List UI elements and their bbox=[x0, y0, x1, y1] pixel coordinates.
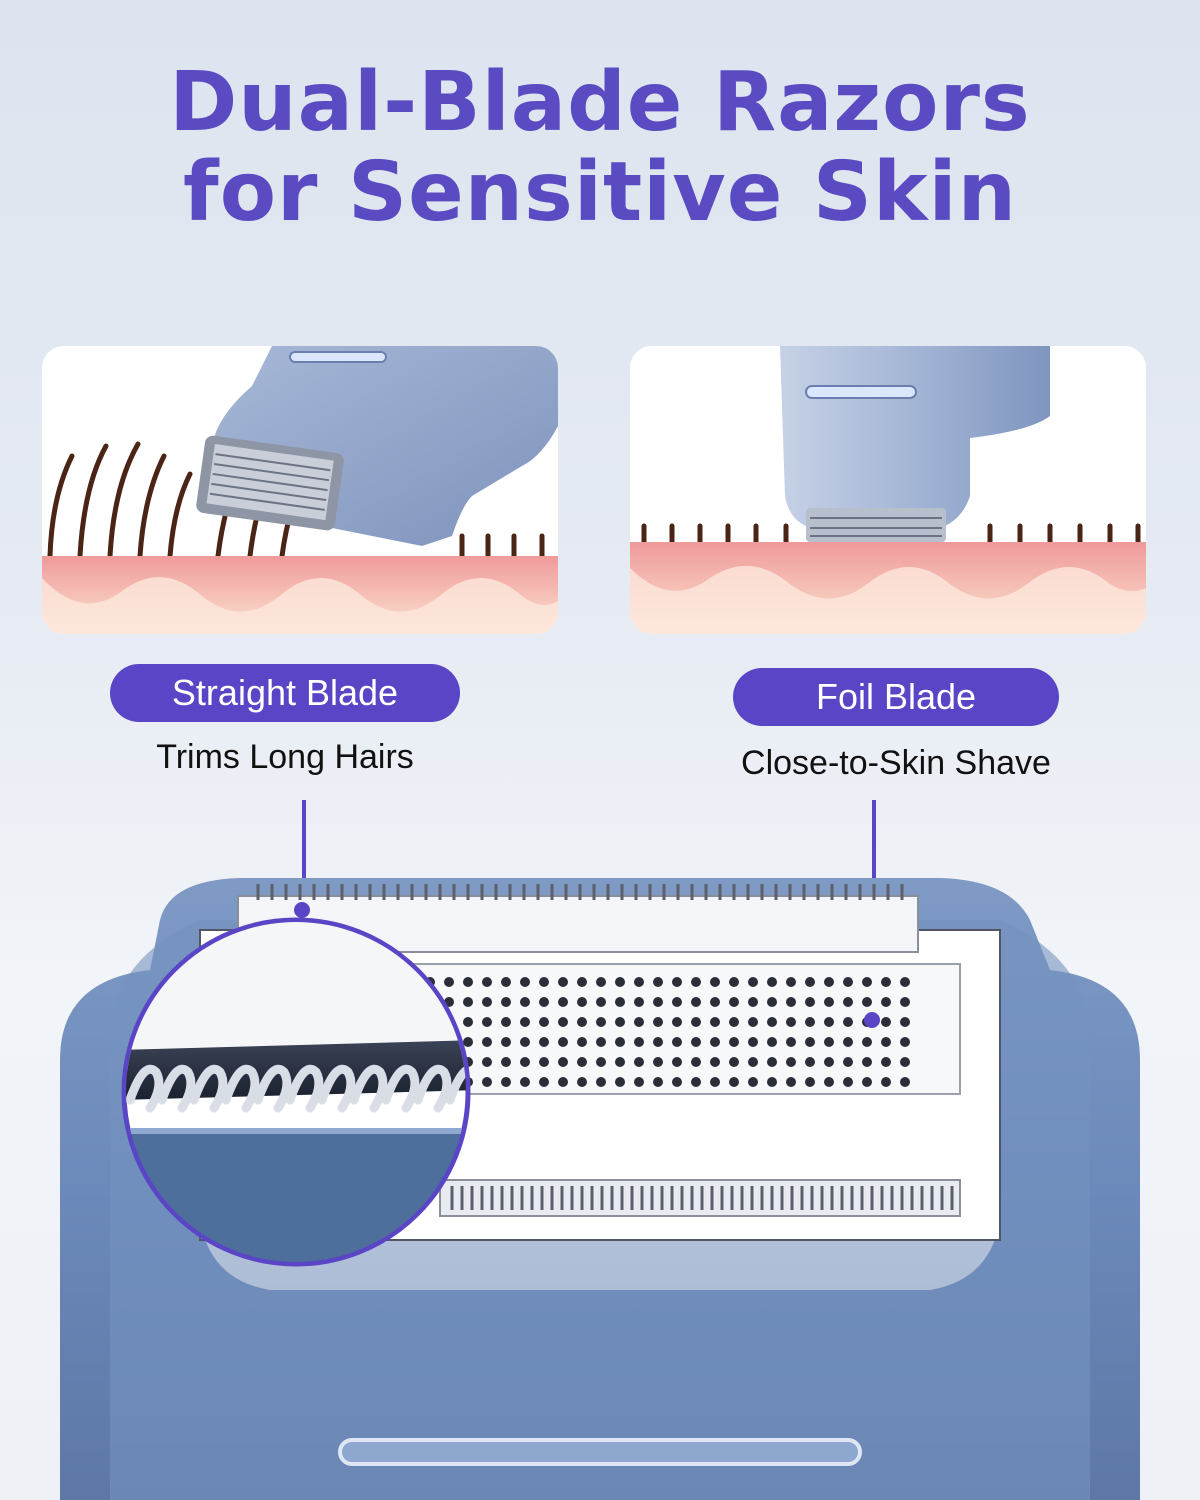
title-line-1: Dual-Blade Razors bbox=[169, 55, 1031, 150]
straight-blade-panel bbox=[42, 346, 558, 634]
foil-blade-description: Close-to-Skin Shave bbox=[741, 744, 1051, 782]
straight-blade-leader-line bbox=[302, 800, 306, 908]
straight-blade-illustration-icon bbox=[42, 346, 558, 634]
page-title: Dual-Blade Razors for Sensitive Skin bbox=[0, 58, 1200, 238]
straight-blade-label: Straight Blade bbox=[110, 664, 460, 722]
foil-blade-illustration-icon bbox=[630, 346, 1146, 634]
title-line-2: for Sensitive Skin bbox=[183, 145, 1017, 240]
shaver-head-closeup bbox=[60, 878, 1140, 1500]
straight-blade-pointer-dot bbox=[294, 902, 310, 918]
foil-blade-label: Foil Blade bbox=[733, 668, 1059, 726]
foil-blade-pointer-dot bbox=[864, 1012, 880, 1028]
foil-blade-panel bbox=[630, 346, 1146, 634]
straight-blade-description: Trims Long Hairs bbox=[156, 738, 414, 776]
